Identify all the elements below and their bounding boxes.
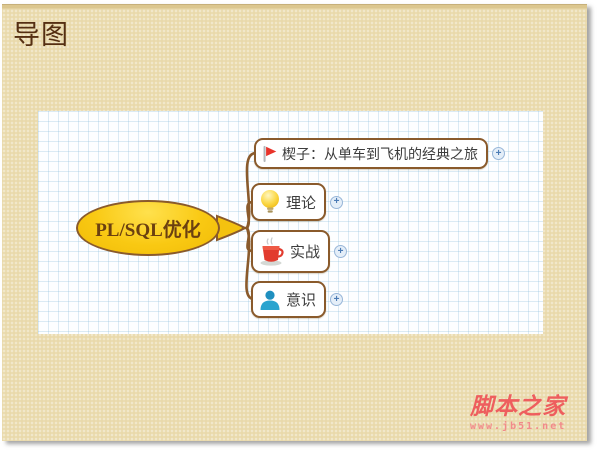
branch-row: 楔子：从单车到飞机的经典之旅 +	[254, 138, 505, 169]
expand-button[interactable]: +	[492, 147, 505, 160]
branch-row: 理论 +	[251, 183, 344, 221]
coffee-cup-icon	[258, 236, 286, 267]
branch-node-practice[interactable]: 实战	[251, 230, 331, 273]
page-title: 导图	[13, 20, 69, 50]
watermark-site-name: 脚本之家	[470, 394, 567, 419]
person-icon	[258, 288, 282, 312]
branch-row: 意识 +	[251, 281, 344, 318]
root-node-label: PL/SQL优化	[95, 219, 201, 241]
mindmap-canvas[interactable]: PL/SQL优化 楔子：从单车到飞机的经典之旅 +	[38, 111, 543, 334]
slide-page: 导图 PL/SQL优化	[2, 4, 587, 441]
lightbulb-icon	[258, 188, 282, 216]
branch-row: 实战 +	[251, 230, 348, 273]
watermark: 脚本之家 www.jb51.net	[470, 387, 566, 432]
branch-node-theory[interactable]: 理论	[251, 183, 327, 221]
flag-icon	[261, 144, 278, 164]
expand-button[interactable]: +	[334, 245, 348, 258]
expand-button[interactable]: +	[330, 293, 344, 306]
branch-label: 理论	[286, 194, 317, 212]
mindmap-connectors	[216, 151, 258, 301]
root-node[interactable]: PL/SQL优化	[76, 200, 220, 256]
page-top-strip	[2, 5, 587, 9]
watermark-site-url: www.jb51.net	[470, 421, 567, 432]
branch-node-awareness[interactable]: 意识	[251, 281, 327, 318]
branch-label: 楔子：从单车到飞机的经典之旅	[282, 145, 478, 162]
expand-button[interactable]: +	[330, 195, 344, 209]
branch-node-prologue[interactable]: 楔子：从单车到飞机的经典之旅	[254, 138, 488, 169]
branch-label: 意识	[286, 292, 317, 309]
branch-label: 实战	[290, 244, 321, 261]
